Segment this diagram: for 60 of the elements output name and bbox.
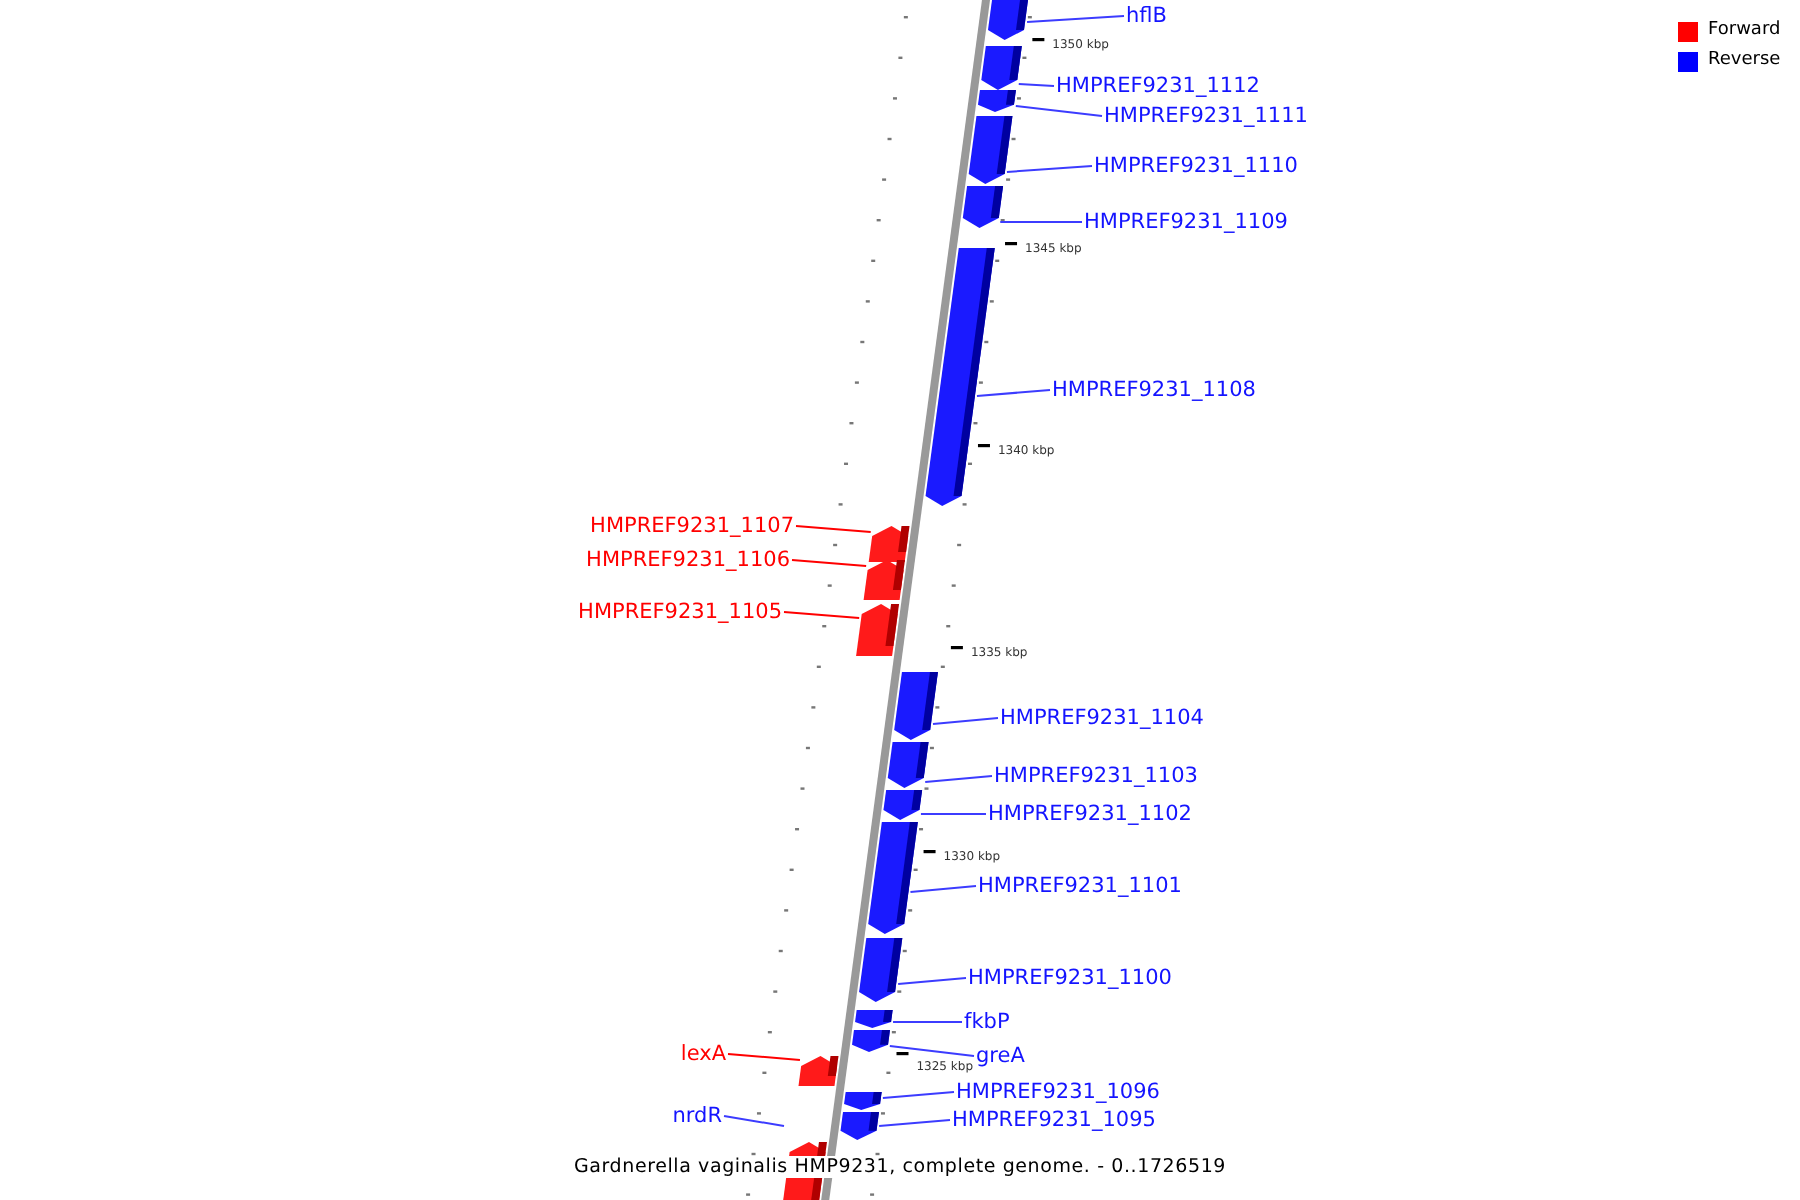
gene-label: HMPREF9231_1110 [1094, 152, 1298, 180]
gene-label: hflB [1126, 2, 1167, 30]
gene-label: HMPREF9231_1108 [1052, 376, 1256, 404]
gene-block [859, 938, 903, 1002]
leader-line [932, 717, 999, 725]
gene-block [863, 560, 905, 600]
gene-block [988, 0, 1032, 40]
gene-label: HMPREF9231_1112 [1056, 72, 1260, 100]
leader-line [791, 559, 868, 567]
gene-block [798, 1056, 839, 1086]
leader-line [888, 1045, 975, 1057]
leader-line [919, 813, 987, 815]
gene-label: HMPREF9231_1104 [1000, 704, 1204, 732]
gene-label: lexA [680, 1040, 726, 1068]
gene-label: HMPREF9231_1101 [978, 872, 1182, 900]
gene-label: nrdR [672, 1102, 722, 1130]
leader-line [924, 775, 993, 783]
leader-line [975, 389, 1051, 397]
gene-block [844, 1092, 882, 1110]
gene-label: HMPREF9231_1103 [994, 762, 1198, 790]
leader-line [897, 977, 967, 985]
legend-label: Reverse [1708, 50, 1781, 72]
gene-label: HMPREF9231_1102 [988, 800, 1192, 828]
gene-label: fkbP [964, 1008, 1010, 1036]
gene-block [925, 248, 995, 506]
caption: Gardnerella vaginalis HMP9231, complete genome. - 0..1726519 [573, 1156, 1227, 1178]
leader-line [1014, 105, 1103, 117]
gene-block [840, 1112, 879, 1140]
leader-line [892, 1021, 963, 1023]
gene-label: HMPREF9231_1106 [586, 546, 790, 574]
gene-block [962, 186, 1004, 228]
leader-line [1017, 83, 1055, 87]
gene-block [887, 742, 929, 788]
leader-line [727, 1053, 801, 1061]
leader-line [783, 611, 861, 619]
leader-line [999, 221, 1083, 223]
leader-line [878, 1119, 951, 1127]
gene-block [883, 790, 923, 820]
gene-label: HMPREF9231_1100 [968, 964, 1172, 992]
gene-label: greA [976, 1042, 1025, 1070]
gene-label: HMPREF9231_1107 [590, 512, 794, 540]
leader-line [1005, 165, 1093, 173]
leader-line [795, 525, 872, 533]
gene-block [856, 604, 900, 656]
gene-label: HMPREF9231_1111 [1104, 102, 1308, 130]
leader-line [723, 1115, 785, 1127]
leader-line [1026, 15, 1125, 23]
gene-block [894, 672, 938, 740]
gene-label: HMPREF9231_1096 [956, 1078, 1160, 1106]
leader-line [881, 1091, 955, 1099]
gene-label: HMPREF9231_1105 [578, 598, 782, 626]
legend-label: Forward [1708, 20, 1781, 42]
gene-label: HMPREF9231_1095 [952, 1106, 1156, 1134]
gene-block [855, 1010, 893, 1028]
gene-label: HMPREF9231_1109 [1084, 208, 1288, 236]
gene-block [977, 90, 1016, 112]
gene-block [868, 526, 910, 562]
leader-line [909, 885, 977, 893]
gene-block [968, 116, 1013, 184]
gene-block [852, 1030, 890, 1052]
